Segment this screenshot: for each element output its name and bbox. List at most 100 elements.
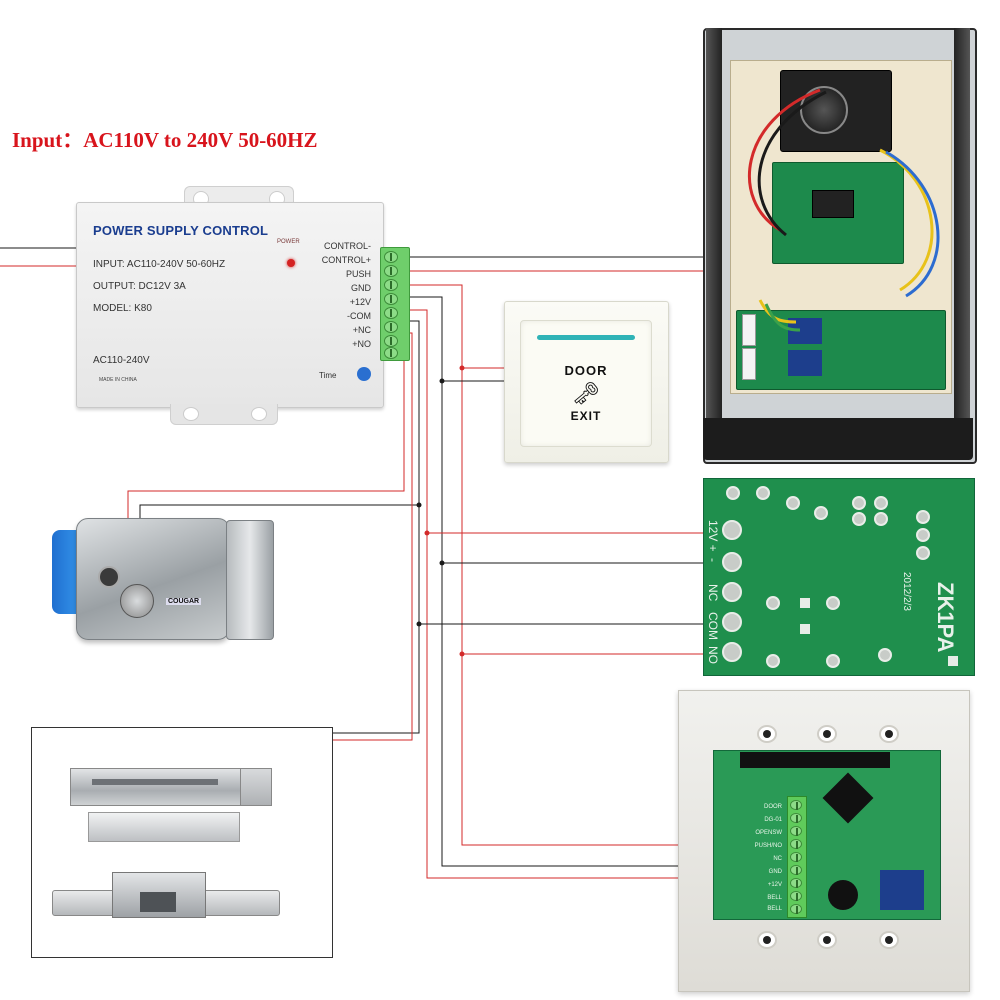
terminal-label-nc: +NC xyxy=(352,325,371,335)
psu-title: POWER SUPPLY CONTROL xyxy=(93,223,269,238)
exit-label: EXIT xyxy=(570,409,602,423)
relay-pad xyxy=(726,486,740,500)
terminal-screw[interactable] xyxy=(384,265,398,277)
terminal-screw[interactable] xyxy=(790,839,802,849)
power-supply-unit: POWER SUPPLY CONTROL INPUT: AC110-240V 5… xyxy=(76,202,384,408)
key-icon: 🗝 xyxy=(572,381,600,406)
mount-hole xyxy=(817,931,837,949)
lock-latch xyxy=(226,520,274,640)
relay-pad xyxy=(874,496,888,510)
exit-button-face[interactable]: DOOR 🗝 EXIT xyxy=(520,320,652,447)
relay-pad-no xyxy=(722,642,742,662)
controller-label-bell: BELL xyxy=(767,895,782,901)
psu-made-in: MADE IN CHINA xyxy=(99,377,137,383)
terminal-screw[interactable] xyxy=(384,321,398,333)
wire-gnd xyxy=(408,296,790,867)
junction-dot xyxy=(424,530,430,536)
camera-rail-right xyxy=(954,28,970,430)
relay-pad xyxy=(916,528,930,542)
relay-pad xyxy=(826,596,840,610)
exit-door-label: DOOR xyxy=(564,363,608,378)
lock-brand-label: COUGAR xyxy=(166,598,202,605)
camera-rail-left xyxy=(706,28,722,430)
controller-relay xyxy=(880,870,924,910)
relay-pad-12v xyxy=(722,520,742,540)
mount-hole xyxy=(757,931,777,949)
relay-pad xyxy=(766,596,780,610)
mount-hole xyxy=(817,725,837,743)
terminal-screw[interactable] xyxy=(384,293,398,305)
relay-pad-com xyxy=(722,612,742,632)
psu-terminal-block xyxy=(380,247,410,361)
relay-pad xyxy=(786,496,800,510)
relay-pad xyxy=(916,510,930,524)
terminal-label-push: PUSH xyxy=(345,269,371,279)
terminal-screw[interactable] xyxy=(790,826,802,836)
magnetic-lock-frame xyxy=(31,727,333,958)
wire-12v xyxy=(408,309,790,879)
mount-hole xyxy=(879,931,899,949)
input-voltage-label: Input：AC110V to 240V 50-60HZ xyxy=(12,128,318,152)
relay-square-pad xyxy=(948,656,958,666)
armature-plate xyxy=(88,812,240,842)
junction-dot xyxy=(459,651,465,657)
relay-pad-minus xyxy=(722,552,742,572)
mount-hole xyxy=(251,407,267,421)
camera-base xyxy=(703,418,973,460)
magnetic-lock-stripe xyxy=(92,779,218,785)
wire-com xyxy=(332,320,420,734)
terminal-label-12v: +12V xyxy=(349,297,371,307)
terminal-screw[interactable] xyxy=(384,307,398,319)
relay-pad xyxy=(814,506,828,520)
terminal-label-no: +NO xyxy=(352,339,371,349)
controller-label-12v: +12V xyxy=(767,882,782,888)
terminal-label-control-plus: CONTROL+ xyxy=(321,255,371,265)
relay-component xyxy=(788,350,822,376)
magnetic-lock xyxy=(70,768,242,806)
terminal-screw[interactable] xyxy=(790,904,802,914)
relay-label-minus: - xyxy=(706,558,720,562)
relay-square-pad xyxy=(800,598,810,608)
relay-pad xyxy=(852,512,866,526)
keyhole-icon xyxy=(120,584,154,618)
controller-label-opensw: OPENSW xyxy=(755,830,782,836)
junction-dot xyxy=(416,621,422,627)
terminal-screw[interactable] xyxy=(790,878,802,888)
strike-opening xyxy=(140,892,176,912)
psu-power-label: POWER xyxy=(277,239,300,245)
terminal-label-control-minus: CONTROL- xyxy=(324,241,371,251)
buzzer-icon xyxy=(828,880,858,910)
terminal-screw[interactable] xyxy=(790,800,802,810)
relay-pad xyxy=(766,654,780,668)
terminal-screw[interactable] xyxy=(384,251,398,263)
connector xyxy=(742,314,756,346)
time-dial-icon[interactable] xyxy=(357,367,371,381)
psu-output-spec: OUTPUT: DC12V 3A xyxy=(93,281,186,292)
terminal-screw[interactable] xyxy=(790,813,802,823)
wire-com-lock xyxy=(139,504,419,520)
controller-label-dg01: DG-01 xyxy=(764,817,782,823)
psu-input-spec: INPUT: AC110-240V 50-60HZ xyxy=(93,259,226,270)
mount-hole xyxy=(757,725,777,743)
terminal-screw[interactable] xyxy=(790,865,802,875)
junction-dot xyxy=(416,502,422,508)
relay-label-no: NO xyxy=(706,646,720,664)
connector xyxy=(742,348,756,380)
relay-pad xyxy=(878,648,892,662)
junction-dot xyxy=(439,378,445,384)
relay-label-12v: 12V + xyxy=(706,520,720,552)
terminal-screw[interactable] xyxy=(384,279,398,291)
wire-push xyxy=(408,284,790,846)
relay-pad xyxy=(874,512,888,526)
terminal-screw[interactable] xyxy=(384,347,398,359)
mount-hole xyxy=(879,725,899,743)
terminal-screw[interactable] xyxy=(790,852,802,862)
relay-label-nc: NC xyxy=(706,584,720,602)
psu-ac-label: AC110-240V xyxy=(93,355,150,366)
door-exit-button[interactable]: DOOR 🗝 EXIT xyxy=(504,301,669,463)
terminal-label-gnd: GND xyxy=(351,283,371,293)
junction-dot xyxy=(459,365,465,371)
terminal-screw[interactable] xyxy=(384,335,398,347)
terminal-screw[interactable] xyxy=(790,891,802,901)
